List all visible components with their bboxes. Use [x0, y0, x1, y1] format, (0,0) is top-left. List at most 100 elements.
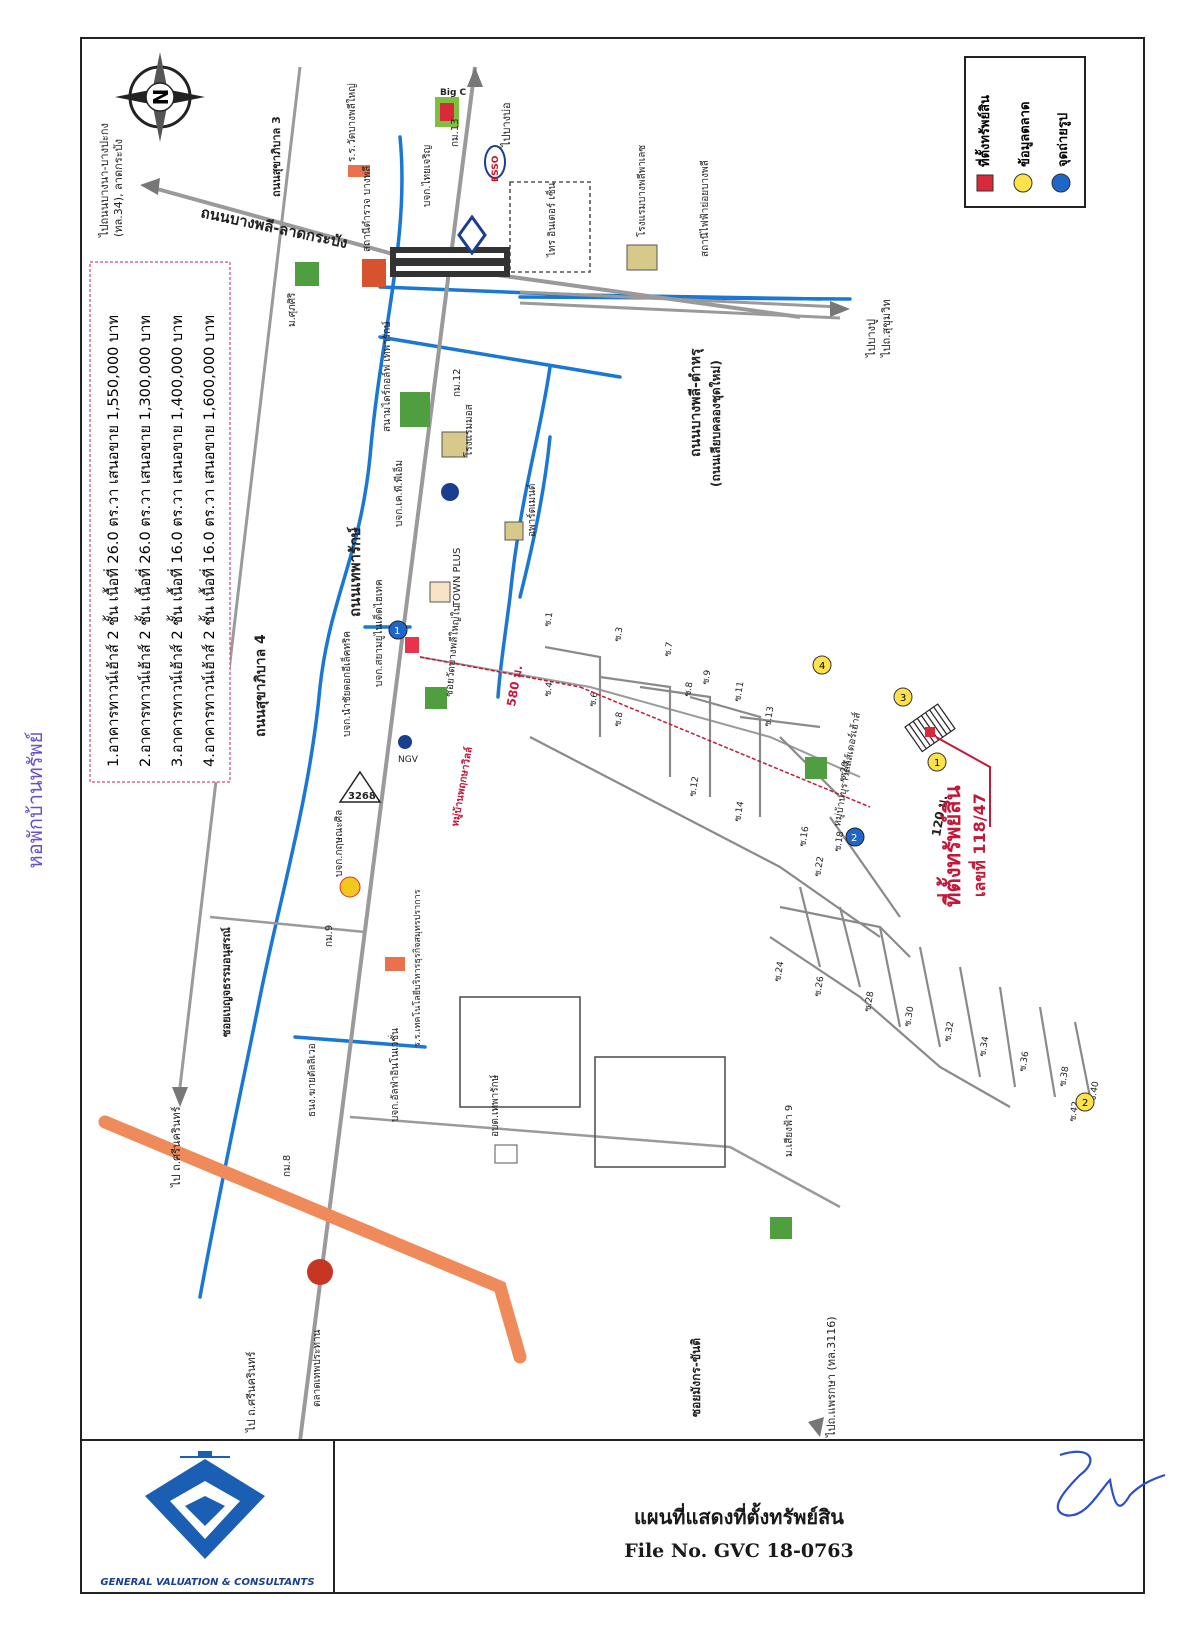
market-marker-4: 4	[819, 661, 825, 672]
town-plus-icon	[429, 581, 451, 603]
buildings-outline	[459, 181, 726, 1168]
soi-label: ซ.11	[733, 681, 746, 703]
village-icon-2	[425, 687, 447, 709]
label-soi-mangkorn: ซอยมังกร-ขันติ	[689, 1338, 703, 1417]
label-police-tamru: สถานีไฟฟ้าย่อยบางพลี	[699, 160, 711, 257]
dir-bangpu-1: ไปบางปู	[865, 319, 878, 358]
photo-marker-label-2: 2	[851, 833, 857, 844]
north-letter: N	[149, 89, 173, 106]
seven-icon	[405, 637, 419, 653]
soi-label: ซ.26	[813, 975, 826, 997]
arrow-latkrabang	[140, 178, 160, 195]
soi-label: ซ.8	[613, 711, 625, 727]
label-ngv: NGV	[398, 755, 419, 765]
district-icon	[494, 1144, 518, 1164]
landmark-icons	[295, 97, 827, 1285]
soi-label: ซ.20	[838, 760, 851, 782]
label-m-sriphai9: ม.เสียงฟ้า 9	[783, 1105, 795, 1157]
ptt-icon	[441, 483, 459, 501]
police-icon-1	[362, 259, 386, 287]
label-thai-inter: ไทร อินเตอร์ เซ็น	[544, 182, 558, 258]
legend-market-label: ข้อมูลตลาด	[1017, 102, 1033, 167]
comparables-box: 1.อาคารทาวน์เฮ้าส์ 2 ชั้น เนื้อที่ 26.0 …	[89, 261, 231, 783]
label-bigc: Big C	[440, 88, 467, 98]
village-icon-3	[805, 757, 827, 779]
golf-icon	[400, 392, 430, 427]
soi-label: ซ.14	[733, 800, 746, 822]
location-map[interactable]: N ที่ตั้งทรัพย์สิน ข้อมูลตลาด จุดถ่ายรูป…	[80, 37, 1145, 1439]
soi-label: ซ.3	[613, 626, 625, 642]
subject-title: ที่ตั้งทรัพย์สิน	[936, 785, 966, 907]
label-soi-chak: ซอยวัดบางพลีใหญ่ใน	[443, 604, 463, 697]
canal-east-1	[496, 365, 552, 699]
village-icon-4	[770, 1217, 792, 1239]
label-co-chai: บจก.นำชัยดอกอีเล็คทริค	[339, 631, 353, 737]
map-canvas[interactable]: N ที่ตั้งทรัพย์สิน ข้อมูลตลาด จุดถ่ายรูป…	[80, 37, 1145, 1439]
label-company-kp: บจก.เค.พี.พีเอ็ม	[391, 460, 405, 527]
page-frame	[80, 37, 1145, 1594]
subject-site[interactable]: ที่ตั้งทรัพย์สิน เลขที่ 118/47	[904, 703, 991, 907]
soi-labels: ซ.1ซ.3ซ.4ซ.6ซ.7ซ.8ซ.8ซ.9ซ.11ซ.12ซ.13ซ.14…	[543, 611, 1101, 1122]
soi-label: ซ.8	[683, 681, 695, 697]
road-sukhaphiban4	[178, 66, 302, 1088]
label-village-thepharak: หมู่บ้านพฤกษาวิลล์	[449, 746, 476, 828]
title-cell: แผนที่แสดงที่ตั้งทรัพย์สิน File No. GVC …	[335, 1441, 1143, 1594]
soi-label: ซ.22	[813, 856, 826, 878]
road-subject-main	[419, 656, 861, 778]
file-number: File No. GVC 18-0763	[624, 1540, 854, 1562]
market-marker-1: 1	[934, 758, 940, 769]
soi-label: ซ.36	[1018, 1050, 1031, 1072]
label-bangphli-tamru: ถนนบางพลี-ตำหรุ	[688, 348, 704, 457]
market-markers[interactable]: 1 2 3 4	[812, 655, 1095, 1112]
junction	[390, 247, 510, 277]
soi-grid	[529, 645, 1092, 1108]
dir-srinakarin-top: ไป ถ.ศรีนครินทร์	[170, 1106, 183, 1188]
dir-pattaya: ไปถ.แพรกษา (ทล.3116)	[825, 1316, 838, 1438]
label-co-ofa: บจก.อัลฟ่าอินโนเวชั่น	[387, 1028, 401, 1122]
comparable-4: 4.อาคารทาวน์เฮ้าส์ 2 ชั้น เนื้อที่ 16.0 …	[198, 315, 218, 767]
soi-label: ซ.6	[588, 691, 600, 707]
label-hotel-thepharak: โรงแรมมอส	[462, 404, 475, 457]
subject-marker	[925, 727, 935, 737]
soi-label: ซ.32	[943, 1021, 956, 1043]
photo-markers[interactable]: 1 2	[394, 626, 865, 847]
arrow-bangpu	[830, 301, 850, 317]
comparable-3: 3.อาคารทาวน์เฮ้าส์ 2 ชั้น เนื้อที่ 16.0 …	[166, 315, 186, 767]
label-bangphli-tamru-sub: (ถนนเลียบคลองชุดใหม่)	[708, 360, 724, 487]
label-town-plus: TOWN PLUS	[452, 548, 463, 608]
block-thai-inter	[509, 181, 591, 273]
label-thepharak: ถนนเทพารักษ์	[346, 527, 364, 617]
label-shell-co: บจก.กฤษณะศิล	[334, 810, 345, 877]
market-marker-3: 3	[900, 693, 906, 704]
shell-icon	[339, 876, 361, 898]
label-bangphli-latkrabang: ถนนบางพลี-ลาดกระบัง	[199, 203, 349, 252]
bank-icon-1	[457, 214, 487, 256]
soi-label: ซ.34	[978, 1035, 991, 1057]
arrows	[140, 67, 850, 1437]
label-district-office: อบต.เทพารักษ์	[489, 1074, 501, 1137]
road-tamru	[519, 290, 841, 320]
market-icon	[307, 1259, 333, 1285]
comparable-2: 2.อาคารทาวน์เฮ้าส์ 2 ชั้น เนื้อที่ 26.0 …	[134, 315, 154, 767]
label-co-sahaphan: บจก.สยามยูไนเต็ดไฮเทค	[371, 579, 385, 687]
soi-label: ซ.1	[543, 611, 555, 627]
canal-main	[198, 135, 404, 1299]
logo-cell: GENERAL VALUATION & CONSULTANTS	[80, 1441, 335, 1594]
label-km8: กม.8	[282, 1155, 293, 1177]
apartment-icon	[504, 521, 524, 541]
school-icon-1	[348, 165, 370, 177]
photo-marker-label-1: 1	[394, 626, 400, 637]
signature-icon	[1056, 1450, 1166, 1517]
hotel-icon-2	[441, 431, 468, 458]
handwritten-note-text: หอพักบ้านทรัพย์	[23, 731, 47, 869]
north-arrow: N	[115, 52, 205, 142]
label-sukhaphiban3: ถนนสุขาภิบาล 3	[270, 116, 284, 197]
label-school-bangphli-yai: ร.ร.วัดบางพลีใหญ่	[346, 83, 358, 162]
road-thepharak	[298, 66, 477, 1439]
dir-bangpu-2: ไปถ.สุขุมวิท	[880, 299, 893, 358]
canal-branch-mid	[378, 335, 622, 379]
esso-icon	[484, 145, 506, 179]
soi-label: ซ.12	[688, 776, 701, 798]
label-hotel-bangphli: โรงแรมบางพลีพาเลซ	[635, 145, 648, 237]
label-police-bangphli: สถานีตำรวจ บางพลี	[361, 166, 373, 252]
